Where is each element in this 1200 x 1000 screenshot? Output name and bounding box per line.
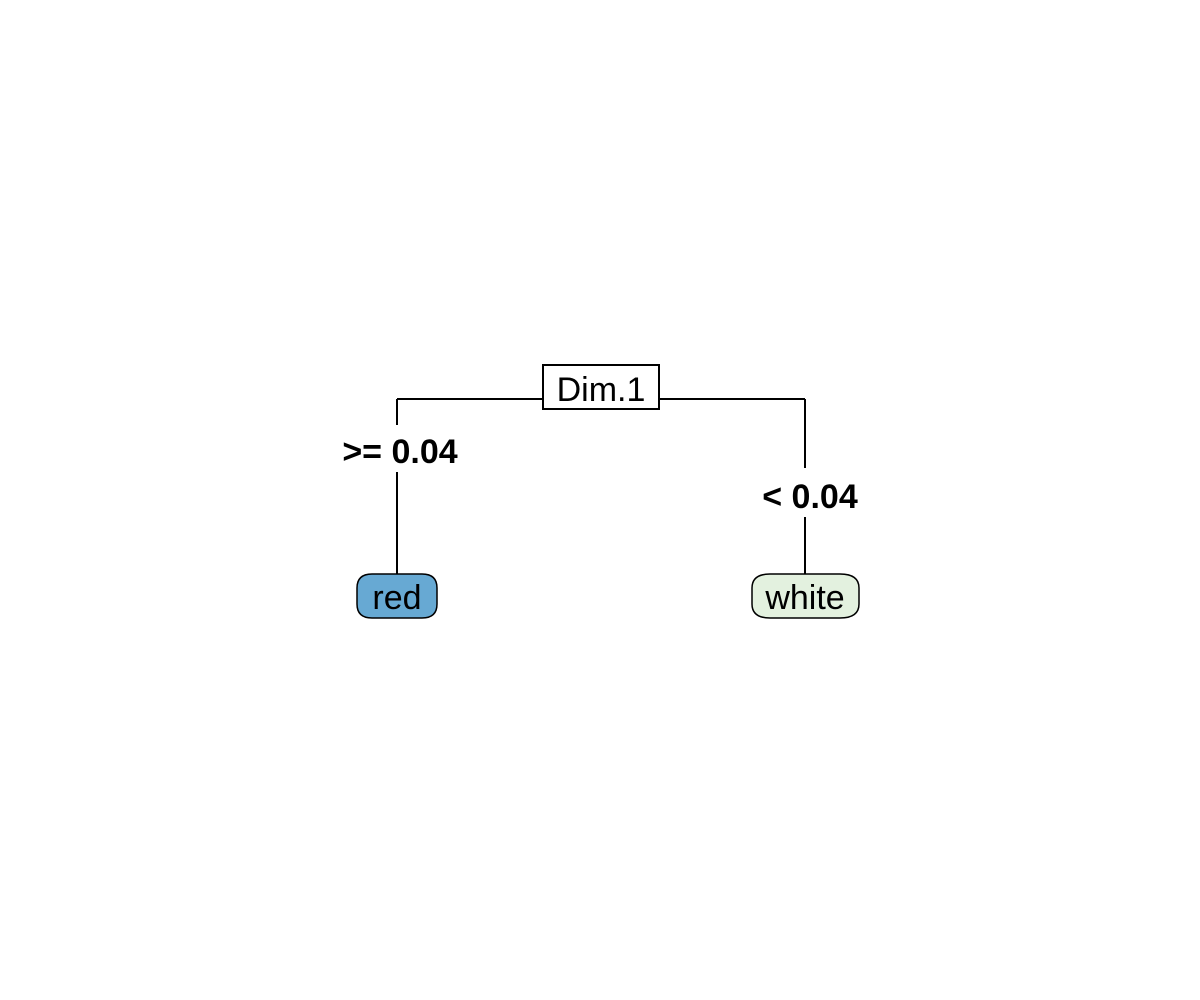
right-branch-label: < 0.04 xyxy=(762,478,858,516)
leaf-node-white: white xyxy=(751,573,860,619)
tree-edges xyxy=(396,398,806,574)
leaf-white-shape xyxy=(751,573,860,619)
leaf-red-shape xyxy=(356,573,438,619)
leaf-node-red: red xyxy=(356,573,438,619)
root-split-label: Dim.1 xyxy=(557,371,646,409)
leaf-white-label: white xyxy=(764,579,844,617)
root-split-box xyxy=(542,364,660,410)
leaf-red-label: red xyxy=(372,579,421,617)
left-branch-label: >= 0.04 xyxy=(342,433,457,471)
root-split-node: Dim.1 xyxy=(542,364,660,410)
